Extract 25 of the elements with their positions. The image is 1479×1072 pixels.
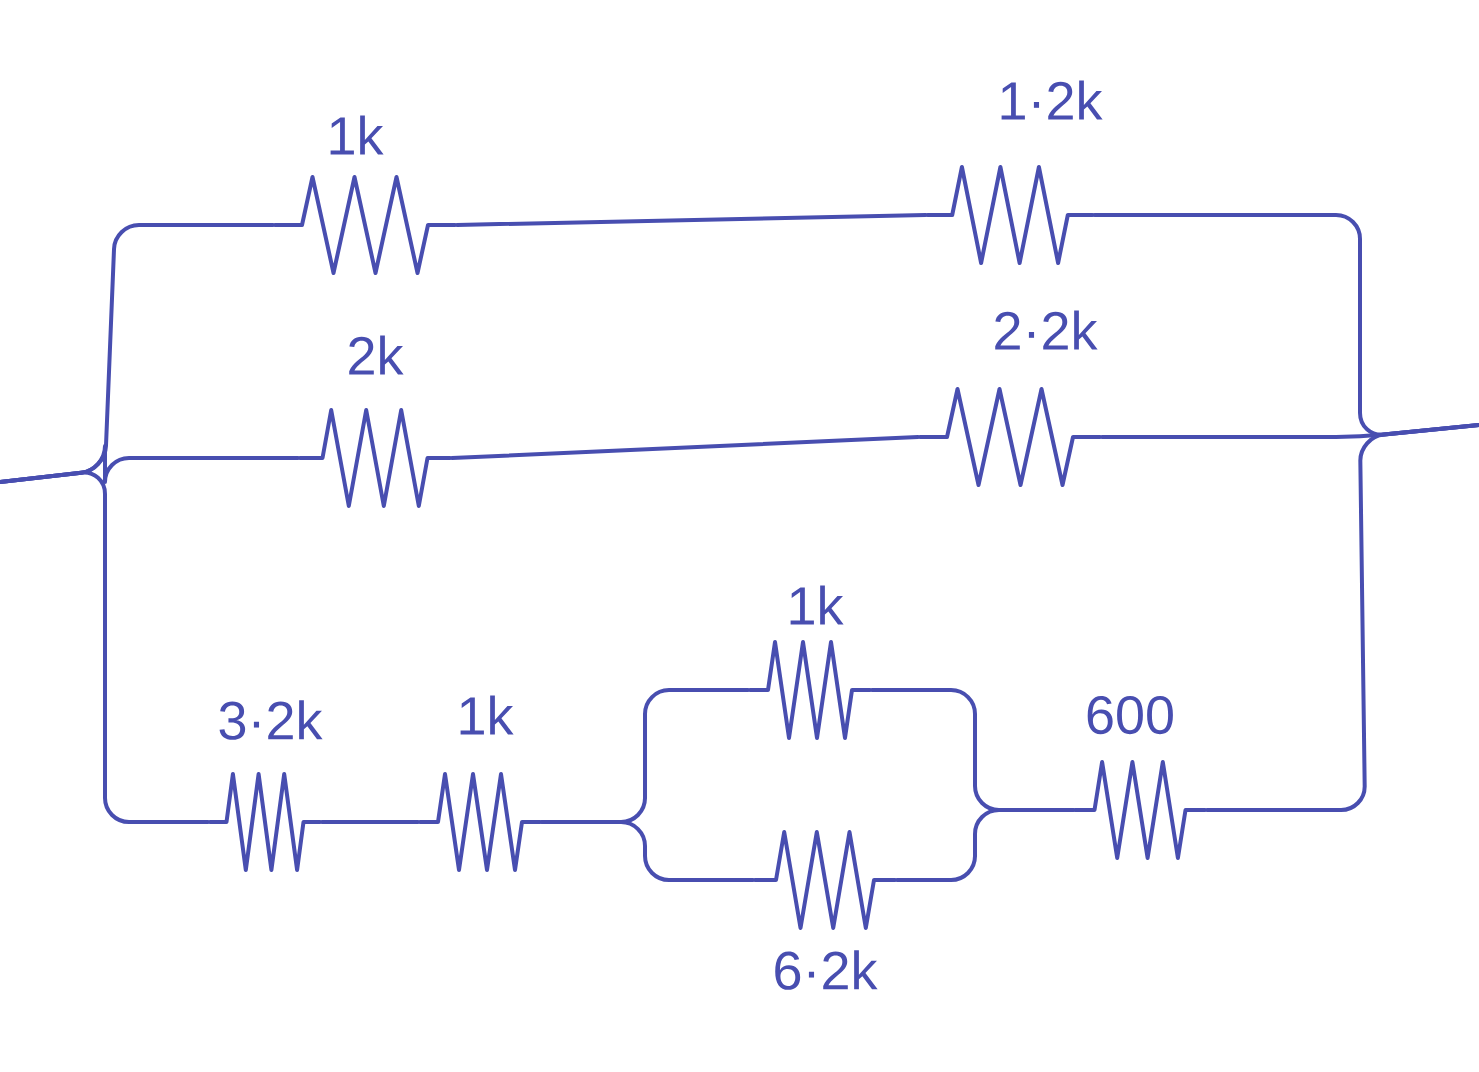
wire	[450, 435, 920, 460]
wire	[1205, 423, 1479, 812]
resistor-label: 1k	[790, 585, 844, 625]
resistor	[753, 830, 897, 930]
resistor	[418, 772, 542, 872]
resistor	[273, 175, 457, 275]
resistor	[298, 408, 452, 508]
resistor	[1073, 760, 1207, 860]
resistor-label: 2k	[349, 335, 404, 375]
resistor-label: 1k	[330, 115, 384, 155]
resistor-label: 1k	[460, 695, 514, 735]
resistor-label: 3·2k	[219, 700, 323, 740]
wire	[895, 808, 1075, 882]
wire	[540, 820, 755, 882]
wire	[0, 470, 210, 824]
resistor-label: 600	[1087, 695, 1173, 735]
resistor	[208, 772, 322, 872]
resistor	[748, 640, 872, 740]
resistor-label: 6·2k	[775, 950, 878, 990]
wire	[455, 213, 928, 227]
resistor-label: 1·2k	[1001, 80, 1103, 120]
resistor	[918, 387, 1102, 487]
resistor	[925, 165, 1095, 265]
wire	[320, 820, 420, 824]
resistor-label: 2·2k	[995, 310, 1098, 350]
